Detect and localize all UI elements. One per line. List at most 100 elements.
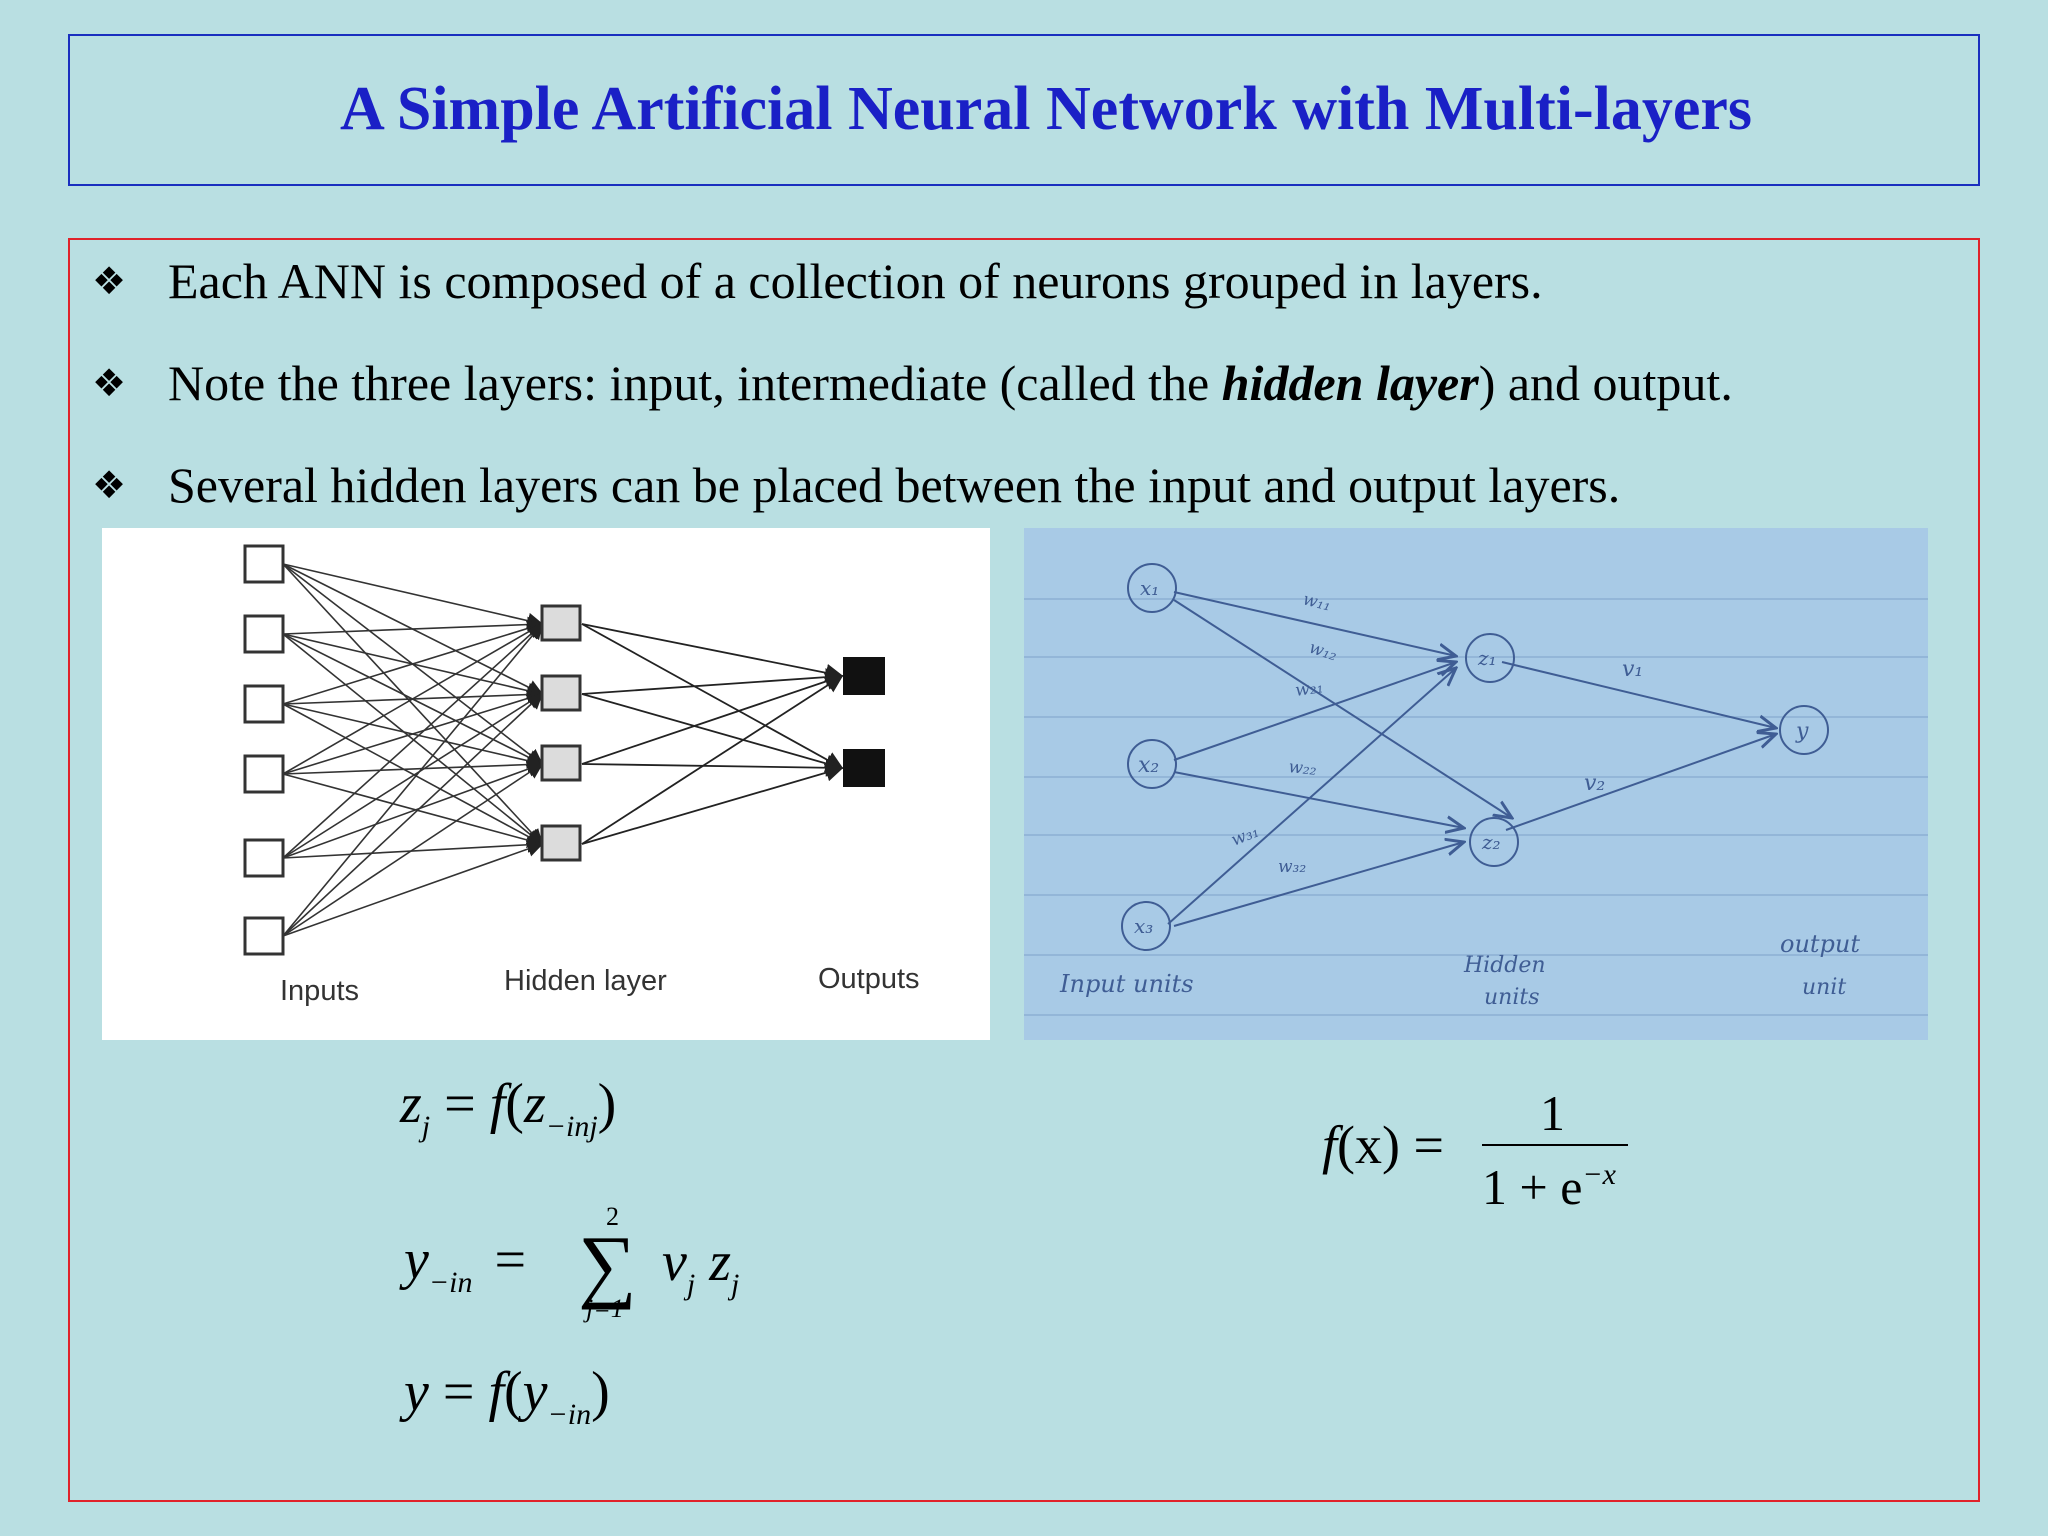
input-node-1 — [243, 544, 285, 584]
edge-input-5-hidden-1 — [282, 622, 544, 859]
fx-denominator-text: 1 + e — [1482, 1159, 1583, 1215]
hidden-units-label-2: units — [1484, 985, 1540, 1010]
edge-input-4-hidden-1 — [282, 623, 544, 775]
fx-f: f — [1322, 1115, 1338, 1175]
input-node-3 — [243, 684, 285, 724]
bullet-2: ❖Note the three layers: input, intermedi… — [92, 358, 1733, 408]
y-eq: = — [442, 1361, 475, 1423]
edge-x3-z1 — [1167, 668, 1456, 925]
hidden-layer-label: Hidden layer — [504, 965, 667, 997]
y-f: f — [488, 1361, 505, 1423]
bullet-2-text-after: ) and output. — [1478, 355, 1733, 411]
network-diagram-printed: Inputs Hidden layer Outputs — [102, 528, 990, 1040]
edge-input-4-hidden-4 — [282, 773, 544, 848]
y-open: ( — [504, 1361, 523, 1423]
hidden-units-label-1: Hidden — [1463, 953, 1546, 978]
paper-rule — [1024, 776, 1928, 778]
paper-rule — [1024, 834, 1928, 836]
edge-input-3-hidden-4 — [282, 703, 544, 845]
title-box — [68, 34, 1980, 186]
edge-hidden-4-output-1 — [581, 675, 844, 845]
edge-hidden-3-output-2 — [581, 758, 844, 777]
network-diagram-handdrawn: x₁ x₂ x₃ z₁ z₂ y w₁₁ w₁₂ w₂₁ w₂₂ w₃₁ w₃₂… — [1024, 528, 1928, 1040]
yin-lhs-sub: −in — [428, 1266, 473, 1299]
node-z2-label: z₂ — [1481, 830, 1501, 854]
paper-rule — [1024, 1014, 1928, 1016]
zj-lhs-sub: j — [421, 1110, 431, 1143]
edge-x2-z2 — [1173, 771, 1464, 828]
y-arg: y — [522, 1361, 548, 1423]
node-z1 — [1465, 633, 1515, 683]
zj-arg-sub: −inj — [545, 1110, 598, 1143]
fx-eq: = — [1413, 1115, 1444, 1175]
weight-w12: w₁₂ — [1306, 638, 1339, 666]
node-z2 — [1469, 817, 1519, 867]
formula-yin-term: vj zj — [662, 1234, 739, 1300]
paper-rule — [1024, 954, 1928, 956]
edge-input-6-hidden-3 — [282, 763, 544, 937]
node-y — [1779, 705, 1829, 755]
edge-input-2-hidden-4 — [282, 633, 544, 846]
edge-input-2-hidden-1 — [282, 616, 544, 635]
y-lhs: y — [404, 1361, 429, 1423]
output-node-1 — [843, 657, 885, 695]
sum-symbol: ∑ — [578, 1219, 637, 1310]
node-x2 — [1127, 739, 1177, 789]
formula-y: y = f(y−in) — [404, 1361, 610, 1430]
y-close: ) — [591, 1361, 610, 1423]
weight-w21: w₂₁ — [1294, 677, 1325, 701]
output-node-2 — [843, 749, 885, 787]
fx-denominator: 1 + e−x — [1482, 1159, 1616, 1215]
hidden-node-1 — [540, 604, 582, 642]
edge-input-6-hidden-1 — [282, 622, 544, 937]
edge-hidden-3-output-1 — [581, 672, 844, 765]
edge-input-5-hidden-2 — [282, 693, 544, 859]
output-unit-label-1: output — [1780, 930, 1860, 958]
edge-z1-y — [1501, 661, 1776, 728]
edge-input-3-hidden-1 — [282, 620, 544, 705]
bullet-3: ❖Several hidden layers can be placed bet… — [92, 460, 1620, 510]
edge-input-4-hidden-2 — [282, 690, 544, 775]
slide-title: A Simple Artificial Neural Network with … — [339, 75, 1752, 143]
edge-input-5-hidden-3 — [282, 761, 544, 859]
fraction-bar — [1482, 1144, 1628, 1146]
edge-x1-z1 — [1173, 591, 1456, 656]
y-arg-sub: −in — [547, 1398, 592, 1431]
input-node-2 — [243, 614, 285, 654]
edge-hidden-2-output-1 — [581, 668, 844, 695]
edge-hidden-4-output-2 — [581, 763, 844, 845]
inputs-label: Inputs — [280, 975, 359, 1007]
bullet-3-text: Several hidden layers can be placed betw… — [168, 457, 1621, 513]
weight-w31: w₃₁ — [1228, 822, 1262, 851]
paper-rule — [1024, 656, 1928, 658]
formula-zj: zj = f(z−inj) — [400, 1073, 617, 1142]
paper-rule — [1024, 894, 1928, 896]
node-z1-label: z₁ — [1477, 646, 1497, 670]
edge-input-6-hidden-2 — [282, 692, 544, 937]
bullet-2-emphasis: hidden layer — [1221, 355, 1479, 411]
edge-z2-y — [1505, 734, 1776, 831]
yin-eq: = — [494, 1229, 527, 1291]
network-diagram-svg: Inputs Hidden layer Outputs — [243, 544, 920, 1007]
edge-input-1-hidden-1 — [282, 563, 544, 629]
fx-arg: (x) — [1337, 1115, 1400, 1175]
formula-fx-lhs: f(x) = — [1322, 1118, 1444, 1172]
bullet-2-text-before: Note the three layers: input, intermedia… — [168, 355, 1222, 411]
outputs-label: Outputs — [818, 963, 920, 995]
edge-hidden-2-output-2 — [581, 693, 844, 773]
bullet-1: ❖ Each ANN is composed of a collection of… — [92, 256, 1543, 306]
weight-v2: v₂ — [1584, 771, 1605, 796]
input-node-4 — [243, 754, 285, 794]
formula-yin: y−in = — [404, 1229, 534, 1298]
content-box — [68, 238, 1980, 1502]
edge-input-1-hidden-4 — [282, 563, 544, 846]
hidden-node-4 — [540, 824, 582, 862]
edge-x3-z2 — [1173, 842, 1464, 927]
zj-lhs: z — [400, 1073, 422, 1135]
yin-term2-sub: j — [731, 1268, 740, 1301]
output-unit-label-2: unit — [1802, 975, 1846, 1000]
bullet-1-text: Each ANN is composed of a collection of … — [168, 253, 1543, 309]
zj-close: ) — [597, 1073, 617, 1135]
edge-input-5-hidden-4 — [282, 836, 544, 859]
bullet-diamond-icon: ❖ — [92, 259, 127, 303]
